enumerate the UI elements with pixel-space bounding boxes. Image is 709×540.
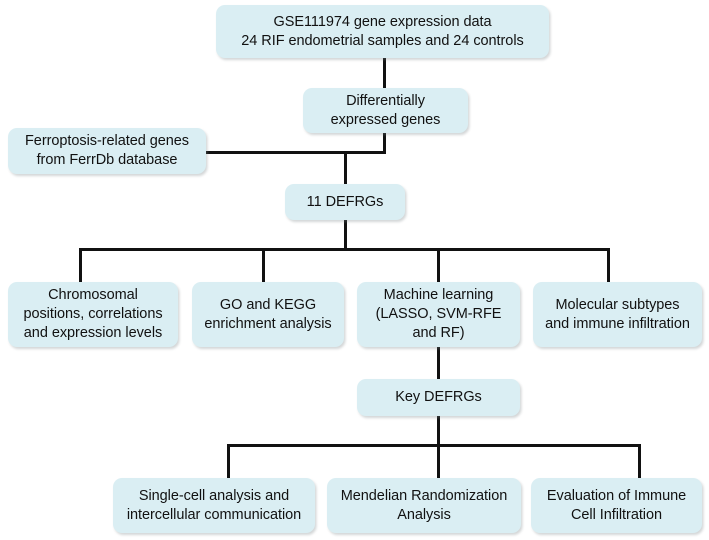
node-molecular-subtypes[interactable]: Molecular subtypes and immune infiltrati…	[533, 282, 702, 347]
edge-bus2-drop-mr	[437, 444, 440, 478]
edge-bus2-drop-immune	[638, 444, 641, 478]
node-machine-learning[interactable]: Machine learning (LASSO, SVM-RFE and RF)	[357, 282, 520, 347]
node-gokegg-line1: GO and KEGG	[219, 296, 317, 313]
edge-deg-to-merge-bar	[383, 133, 386, 153]
node-mendelian-randomization[interactable]: Mendelian Randomization Analysis	[327, 478, 521, 533]
edge-downstream-bus	[227, 444, 641, 447]
node-defrgs-line1: 11 DEFRGs	[306, 193, 384, 210]
edge-ferrdb-to-merge-bar	[206, 151, 209, 154]
node-chromosomal-line1: Chromosomal	[48, 287, 138, 304]
edge-keydefrgs-to-downstream-bus	[437, 416, 440, 446]
node-subtypes-line2: and immune infiltration	[545, 315, 690, 332]
edge-merge-bar	[206, 151, 386, 154]
node-immune-line2: Cell Infiltration	[570, 506, 663, 523]
node-gokegg-line2: enrichment analysis	[204, 315, 332, 332]
edge-bus-drop-ml	[437, 248, 440, 282]
node-single-cell-analysis[interactable]: Single-cell analysis and intercellular c…	[113, 478, 315, 533]
node-differentially-expressed-genes[interactable]: Differentially expressed genes	[303, 88, 468, 133]
edge-ml-to-keydefrgs	[437, 347, 440, 379]
node-ferrdb-line2: from FerrDb database	[36, 152, 178, 168]
edge-bus-drop-gokegg	[262, 248, 265, 282]
node-mr-line2: Analysis	[397, 506, 451, 523]
node-keydefrgs-line1: Key DEFRGs	[395, 389, 482, 406]
node-dataset-line1: GSE111974 gene expression data	[273, 13, 492, 30]
node-chromosomal-positions[interactable]: Chromosomal positions, correlations and …	[8, 282, 178, 347]
node-ferrdb-line1: Ferroptosis-related genes	[25, 133, 189, 150]
edge-bus2-drop-singlecell	[227, 444, 230, 478]
edge-bus-drop-chromosomal	[79, 248, 82, 282]
edge-analysis-bus	[79, 248, 610, 251]
edge-defrgs-to-analysis-bus	[344, 220, 347, 250]
node-immune-line1: Evaluation of Immune	[546, 487, 687, 504]
node-subtypes-line1: Molecular subtypes	[555, 296, 680, 313]
node-key-defrgs[interactable]: Key DEFRGs	[357, 379, 520, 416]
node-deg-line1: Differentially	[346, 92, 425, 109]
node-dataset-line2: 24 RIF endometrial samples and 24 contro…	[241, 32, 524, 49]
edge-dataset-to-deg	[383, 58, 386, 89]
node-chromosomal-line3: and expression levels	[23, 324, 163, 341]
node-immune-cell-infiltration[interactable]: Evaluation of Immune Cell Infiltration	[531, 478, 702, 533]
node-ml-line1: Machine learning	[383, 287, 494, 304]
node-singlecell-line1: Single-cell analysis and	[138, 487, 290, 504]
node-dataset[interactable]: GSE111974 gene expression data 24 RIF en…	[216, 5, 549, 58]
node-11-defrgs[interactable]: 11 DEFRGs	[285, 184, 405, 220]
node-deg-line2: expressed genes	[330, 111, 441, 128]
node-go-kegg-enrichment[interactable]: GO and KEGG enrichment analysis	[192, 282, 344, 347]
node-singlecell-line2: intercellular communication	[126, 506, 302, 523]
node-ferroptosis-related-genes[interactable]: Ferroptosis-related genes from FerrDb da…	[8, 128, 206, 174]
edge-merge-bar-to-defrgs	[344, 151, 347, 184]
node-ml-line2: (LASSO, SVM-RFE	[375, 306, 502, 323]
node-chromosomal-line2: positions, correlations	[23, 306, 163, 323]
edge-bus-drop-subtypes	[607, 248, 610, 282]
node-mr-line1: Mendelian Randomization	[340, 487, 508, 504]
node-ml-line3: and RF)	[412, 324, 465, 341]
